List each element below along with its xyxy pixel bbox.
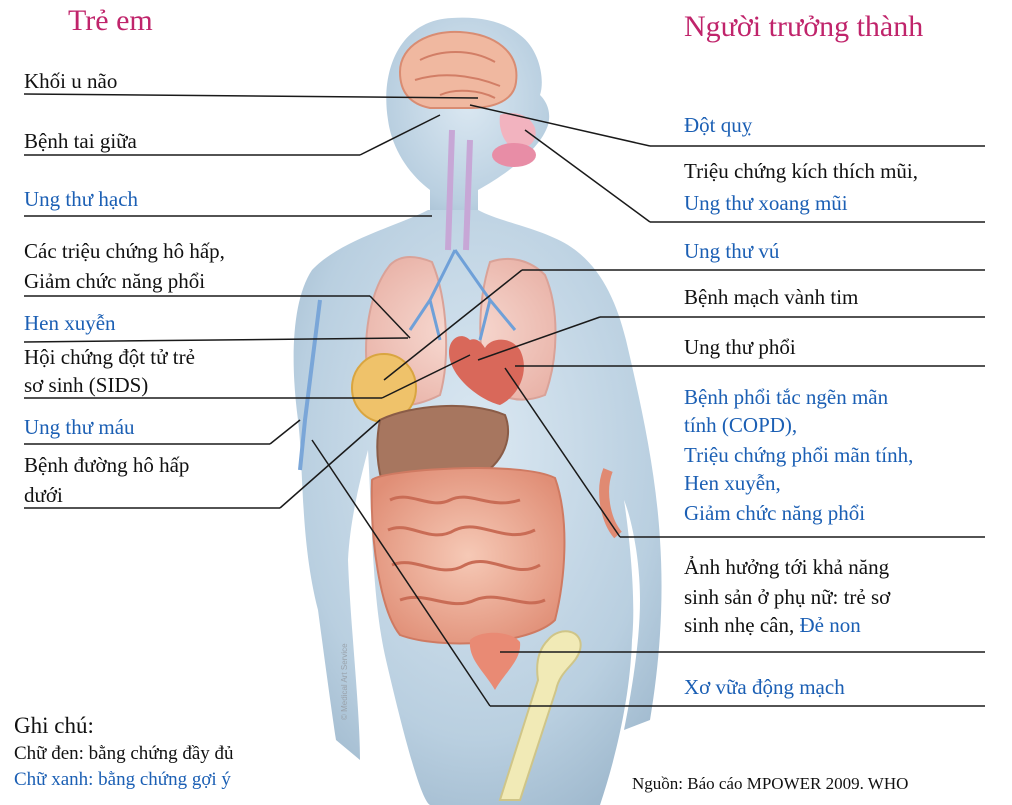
heading-adults: Người trưởng thành [684, 10, 923, 44]
label-middle-ear: Bệnh tai giữa [24, 128, 137, 155]
label-lung-cancer: Ung thư phổi [684, 334, 796, 361]
label-sids-2: sơ sinh (SIDS) [24, 372, 148, 399]
label-nasal-irritation: Triệu chứng kích thích mũi, [684, 158, 918, 185]
label-copd-4: Hen xuyễn, [684, 470, 781, 497]
label-copd-1: Bệnh phổi tắc ngẽn mãn [684, 384, 888, 411]
label-fertility-2: sinh sản ở phụ nữ: trẻ sơ [684, 584, 890, 611]
intestines [372, 468, 565, 643]
label-low-birth-weight: sinh nhẹ cân, [684, 613, 799, 637]
label-breast-cancer: Ung thư vú [684, 238, 779, 265]
label-leukemia: Ung thư máu [24, 414, 135, 441]
source-citation: Nguồn: Báo cáo MPOWER 2009. WHO [632, 770, 908, 797]
label-reduced-lung-function: Giảm chức năng phổi [24, 268, 205, 295]
label-lower-respiratory-1: Bệnh đường hô hấp [24, 452, 189, 479]
brain [400, 32, 516, 108]
label-premature-birth: Đẻ non [799, 613, 860, 637]
label-asthma-child: Hen xuyễn [24, 310, 116, 337]
legend-black-text: Chữ đen: bằng chứng đầy đủ [14, 740, 234, 767]
label-respiratory-symptoms: Các triệu chứng hô hấp, [24, 238, 225, 265]
label-sids-1: Hội chứng đột tử trẻ [24, 344, 195, 371]
label-atherosclerosis: Xơ vữa động mạch [684, 674, 845, 701]
label-lymphoma: Ung thư hạch [24, 186, 138, 213]
label-copd-5: Giảm chức năng phổi [684, 500, 865, 527]
label-fertility-1: Ảnh hưởng tới khả năng [684, 554, 889, 581]
legend-blue-text: Chữ xanh: bằng chứng gợi ý [14, 766, 231, 793]
label-coronary-heart-disease: Bệnh mạch vành tim [684, 284, 858, 311]
label-copd-2: tính (COPD), [684, 412, 797, 439]
label-copd-3: Triệu chứng phổi mãn tính, [684, 442, 913, 469]
label-lower-respiratory-2: dưới [24, 482, 63, 509]
label-fertility-3: sinh nhẹ cân, Đẻ non [684, 612, 861, 639]
legend-title: Ghi chú: [14, 712, 94, 739]
heading-children: Trẻ em [68, 4, 153, 38]
label-brain-tumor: Khối u não [24, 68, 117, 95]
watermark: © Medical Art Service [340, 643, 349, 720]
label-stroke: Đột quỵ [684, 112, 752, 139]
label-nasal-sinus-cancer: Ung thư xoang mũi [684, 190, 848, 217]
